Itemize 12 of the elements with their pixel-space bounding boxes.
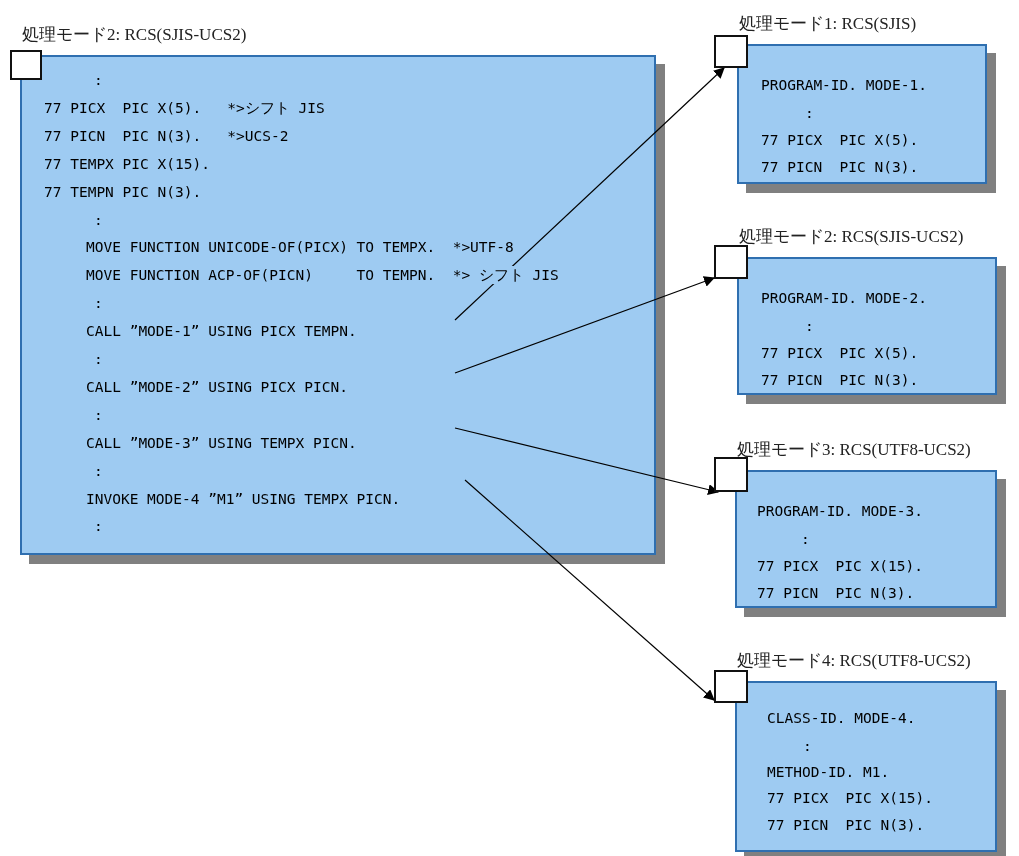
mode-heading: 処理モード4: RCS(UTF8-UCS2): [737, 650, 971, 672]
corner-square: [714, 245, 748, 279]
corner-square: [714, 35, 748, 68]
corner-square: [10, 50, 42, 80]
corner-square: [714, 457, 748, 492]
mode-heading: 処理モード3: RCS(UTF8-UCS2): [737, 439, 971, 461]
mode-heading: 処理モード2: RCS(SJIS-UCS2): [739, 226, 964, 248]
arrow: [454, 67, 725, 321]
mode-heading: 処理モード2: RCS(SJIS-UCS2): [22, 24, 247, 46]
arrow: [454, 276, 716, 374]
mode-heading: 処理モード1: RCS(SJIS): [739, 13, 917, 35]
corner-square: [714, 670, 748, 703]
